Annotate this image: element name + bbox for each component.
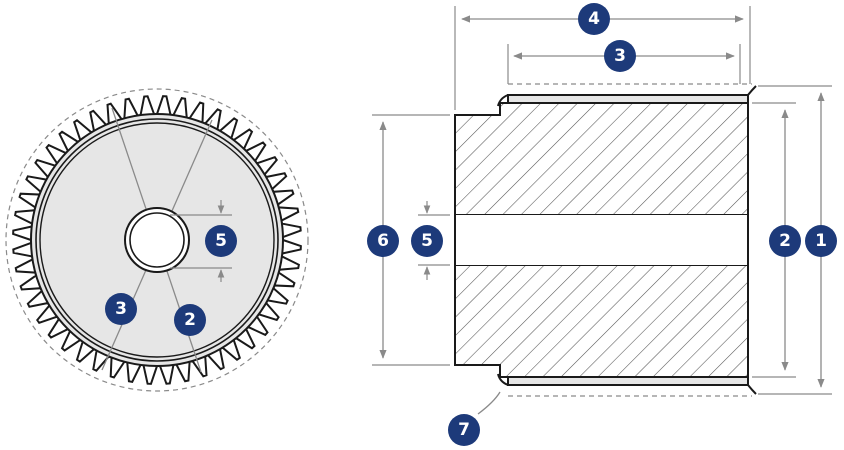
svg-text:6: 6 xyxy=(377,231,389,251)
badge-gear-root: 3 xyxy=(105,293,137,325)
gear-front-view: 5 3 2 xyxy=(5,88,309,392)
badge-tooth-width: 3 xyxy=(604,40,636,72)
svg-text:2: 2 xyxy=(779,231,791,251)
tooth-chamfer-top-right xyxy=(747,85,757,96)
svg-text:5: 5 xyxy=(215,231,227,251)
svg-text:4: 4 xyxy=(588,9,600,29)
gear-section-view: 4 3 6 5 2 1 7 xyxy=(367,3,837,446)
tooth-chamfer-top-left xyxy=(497,94,509,107)
tooth-chamfer-bottom-right xyxy=(747,384,757,395)
gear-inner-ring xyxy=(35,118,279,362)
svg-text:3: 3 xyxy=(115,299,127,319)
svg-text:3: 3 xyxy=(614,46,626,66)
svg-text:1: 1 xyxy=(815,231,827,251)
badge-gear-bore: 5 xyxy=(205,225,237,257)
svg-text:5: 5 xyxy=(421,231,433,251)
tooth-strip-top xyxy=(507,94,749,104)
flange-leader xyxy=(477,391,501,415)
svg-text:2: 2 xyxy=(184,310,196,330)
tooth-chamfer-bottom-left xyxy=(497,373,509,386)
badge-flange: 7 xyxy=(448,414,480,446)
badge-outer-diameter: 1 xyxy=(805,225,837,257)
tooth-strip-bottom xyxy=(507,376,749,386)
section-body-bottom xyxy=(454,264,749,378)
section-body-top xyxy=(454,102,749,216)
badge-outer-width: 4 xyxy=(578,3,610,35)
gear-pitch-ring xyxy=(39,122,275,358)
badge-pitch-diameter: 2 xyxy=(769,225,801,257)
badge-hub-diameter: 6 xyxy=(367,225,399,257)
badge-bore-diameter: 5 xyxy=(411,225,443,257)
gear-outer-dashed-circle xyxy=(5,88,309,392)
svg-text:7: 7 xyxy=(458,420,470,440)
badge-gear-pitch: 2 xyxy=(174,304,206,336)
gear-bore-inner xyxy=(129,212,185,268)
section-bore xyxy=(455,215,748,265)
